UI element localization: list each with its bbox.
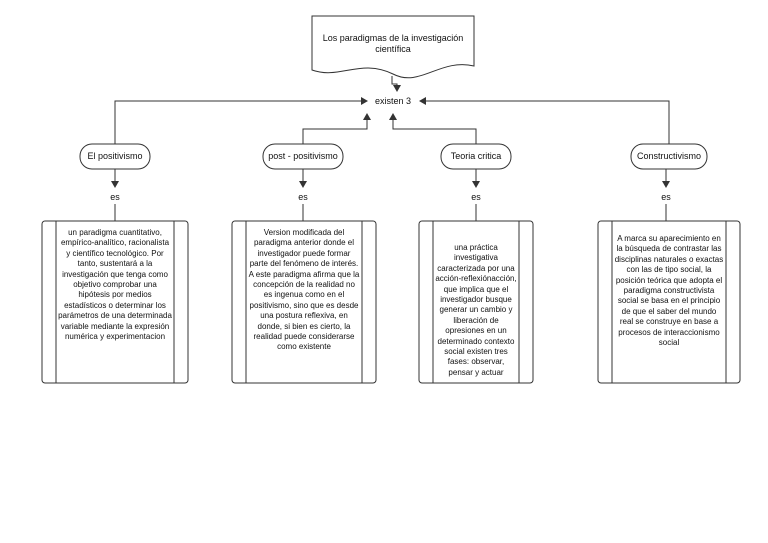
term-pill-constructivismo (630, 143, 708, 170)
es-label-teoria-critica: es (471, 192, 481, 202)
definition-box-positivismo (41, 220, 189, 384)
es-label-postpositivismo: es (298, 192, 308, 202)
term-label-constructivismo: Constructivismo (636, 151, 701, 161)
definition-box-postpositivismo (231, 220, 377, 384)
title-document-shape (311, 15, 475, 79)
es-label-positivismo: es (110, 192, 120, 202)
definition-text-postpositivismo: Version modificada del paradigma anterio… (248, 228, 360, 352)
definition-text-constructivismo: A marca su aparecimiento en la búsqueda … (614, 234, 724, 348)
term-label-postpositivismo: post - positivismo (268, 151, 338, 161)
definition-text-positivismo: un paradigma cuantitativo, empírico-anal… (58, 228, 172, 342)
connector-hub-postpositivismo (302, 113, 371, 146)
connector-hub-constructivismo (419, 97, 670, 146)
definition-text-teoria-critica: una práctica investigativa caracterizada… (435, 243, 517, 377)
diagram-title: Los paradigmas de la investigación cient… (322, 33, 464, 54)
hub-label: existen 3 (374, 96, 412, 106)
es-label-constructivismo: es (661, 192, 671, 202)
connector-hub-positivismo (114, 97, 368, 146)
connector-hub-teoria-critica (389, 113, 477, 146)
definition-box-teoria-critica (418, 220, 534, 384)
connector-title-hub (391, 76, 401, 92)
term-label-positivismo: El positivismo (87, 151, 143, 161)
term-label-teoria-critica: Teoria critica (450, 151, 502, 161)
definition-box-constructivismo (597, 220, 741, 384)
